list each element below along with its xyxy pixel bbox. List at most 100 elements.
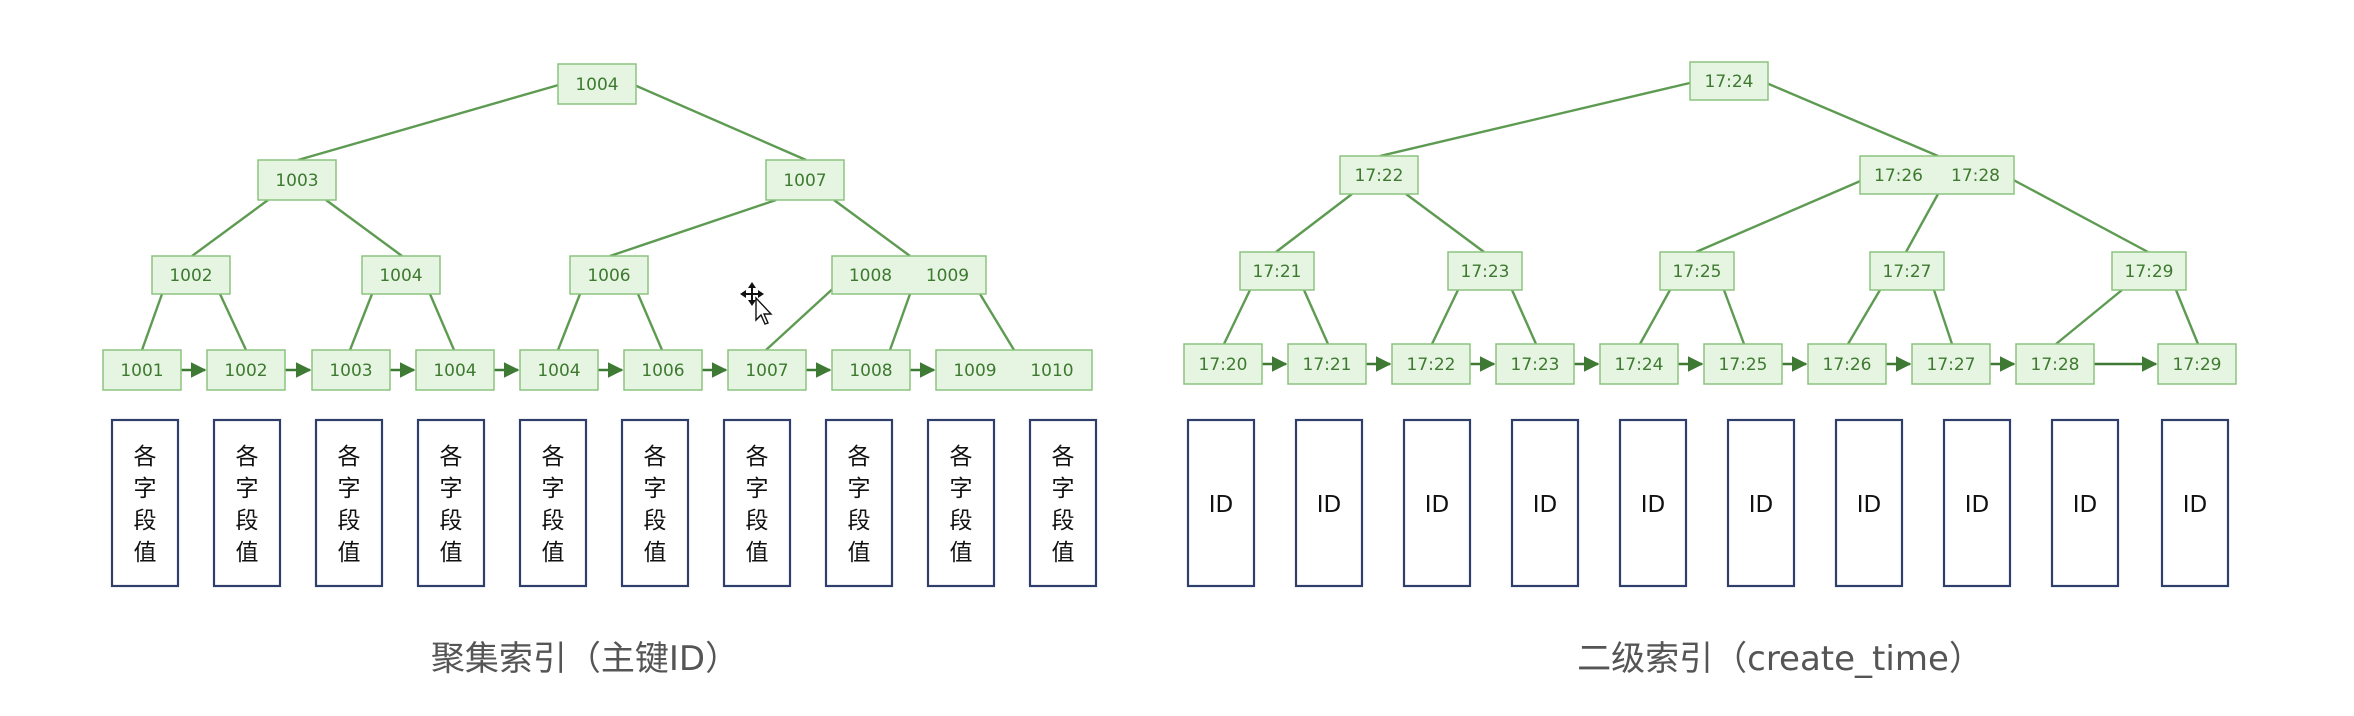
internal-node: 1003: [257, 159, 337, 201]
row-data-label: 字: [1052, 476, 1075, 502]
node-key: 1009: [953, 361, 996, 381]
node-key: 17:21: [1303, 355, 1352, 375]
row-id-label: ID: [1965, 492, 1990, 518]
tree-edge: [1405, 193, 1485, 253]
row-id-box: ID: [2050, 418, 2120, 588]
row-data-box-frame: [824, 418, 894, 588]
row-id-label: ID: [1641, 492, 1666, 518]
internal-node-box: [569, 255, 649, 295]
node-key: 17:28: [2031, 355, 2080, 375]
row-data-label: 字: [542, 476, 565, 502]
row-data-label: 各: [236, 444, 259, 470]
row-data-label: 各: [440, 444, 463, 470]
tree-edge: [609, 198, 777, 258]
internal-node-box: [1659, 251, 1735, 291]
node-key: 17:29: [2173, 355, 2222, 375]
row-data-box-frame: [926, 418, 996, 588]
row-id-label: ID: [1533, 492, 1558, 518]
row-id-box-frame: [1510, 418, 1580, 588]
internal-node-box: [831, 255, 987, 295]
row-id-label: ID: [1317, 492, 1342, 518]
row-data-label: 字: [440, 476, 463, 502]
internal-node: 1007: [765, 159, 845, 201]
node-key: 1010: [1030, 361, 1073, 381]
root-node: 1004: [557, 63, 637, 105]
internal-node: 17:22: [1339, 155, 1419, 195]
row-data-label: 字: [746, 476, 769, 502]
tree-edge: [1904, 193, 1940, 253]
node-key: 17:27: [1883, 262, 1932, 282]
clustered-index-caption: 聚集索引（主键ID）: [431, 639, 739, 679]
row-data-label: 段: [848, 508, 871, 534]
node-key: 17:23: [1461, 262, 1510, 282]
internal-node: 17:27: [1869, 251, 1945, 291]
row-id-box-frame: [1294, 418, 1364, 588]
row-data-label: 值: [134, 540, 157, 566]
leaf-node-box: [1703, 343, 1783, 385]
internal-node-box: [1859, 155, 2015, 195]
tree-edge: [978, 293, 1016, 351]
tree-edge: [556, 293, 582, 351]
row-id-label: ID: [1209, 492, 1234, 518]
row-id-box-frame: [1726, 418, 1796, 588]
tree-edge: [2174, 289, 2200, 345]
secondary-index-caption: 二级索引（create_time）: [1577, 639, 1983, 679]
internal-node-box: [361, 255, 441, 295]
node-key: 1002: [169, 266, 212, 286]
leaf-node: 1004: [519, 349, 599, 391]
tree-edge: [765, 283, 839, 351]
row-data-label: 字: [236, 476, 259, 502]
row-data-box-frame: [1028, 418, 1098, 588]
node-key: 1003: [275, 171, 318, 191]
internal-node: 1006: [569, 255, 649, 295]
row-data-label: 值: [440, 540, 463, 566]
row-id-box-frame: [1402, 418, 1472, 588]
node-key: 1008: [849, 361, 892, 381]
node-key: 17:28: [1951, 166, 2000, 186]
internal-node-box: [2111, 251, 2187, 291]
tree-edge: [833, 199, 911, 257]
row-data-label: 段: [236, 508, 259, 534]
leaf-node: 17:20: [1183, 343, 1263, 385]
internal-node: 17:21: [1239, 251, 1315, 291]
tree-edge: [1932, 289, 1954, 345]
node-key: 1004: [575, 75, 618, 95]
row-id-box: ID: [1294, 418, 1364, 588]
row-id-box-frame: [2160, 418, 2230, 588]
row-id-label: ID: [1749, 492, 1774, 518]
row-data-box-frame: [314, 418, 384, 588]
tree-edge: [348, 293, 374, 351]
row-data-label: 段: [746, 508, 769, 534]
node-key: 1004: [433, 361, 476, 381]
internal-node-box: [1869, 251, 1945, 291]
row-data-box-frame: [110, 418, 180, 588]
row-data-label: 各: [848, 444, 871, 470]
leaf-node: 1003: [311, 349, 391, 391]
row-data-label: 字: [338, 476, 361, 502]
leaf-node-box: [1287, 343, 1367, 385]
row-id-box-frame: [1186, 418, 1256, 588]
leaf-node-box: [935, 349, 1093, 391]
node-key: 17:26: [1823, 355, 1872, 375]
node-key: 17:25: [1719, 355, 1768, 375]
node-key: 1007: [745, 361, 788, 381]
row-data-label: 值: [236, 540, 259, 566]
tree-edge: [1302, 289, 1330, 345]
leaf-node: 17:24: [1599, 343, 1679, 385]
node-key: 17:23: [1511, 355, 1560, 375]
node-key: 1004: [379, 266, 422, 286]
row-data-label: 字: [644, 476, 667, 502]
node-key: 17:22: [1355, 166, 1404, 186]
node-key: 1002: [224, 361, 267, 381]
tree-edge: [1222, 289, 1252, 345]
tree-edge: [1763, 80, 1939, 158]
row-id-box: ID: [1726, 418, 1796, 588]
tree-edge: [325, 199, 403, 257]
leaf-node: 17:22: [1391, 343, 1471, 385]
node-key: 1009: [926, 266, 969, 286]
leaf-node-box: [519, 349, 599, 391]
tree-edge: [191, 199, 269, 257]
